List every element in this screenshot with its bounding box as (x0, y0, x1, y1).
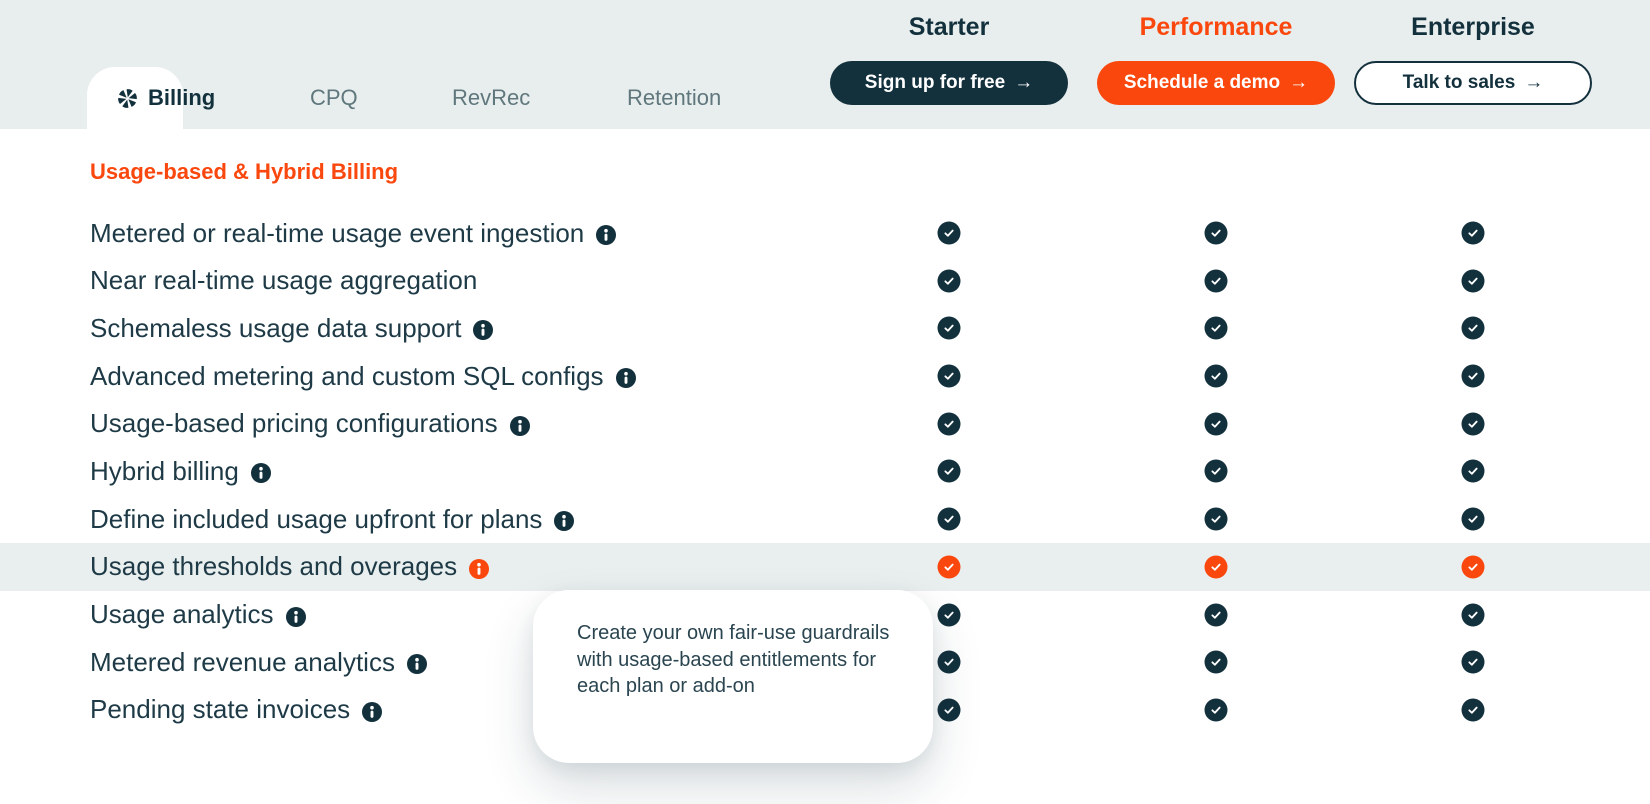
info-icon[interactable] (362, 701, 383, 722)
check-icon-starter (937, 507, 961, 531)
feature-row-metered-or-real-time-usage-event-ingestion[interactable]: Metered or real-time usage event ingesti… (0, 209, 1650, 257)
arrow-right-icon: → (1289, 72, 1309, 93)
feature-label: Schemaless usage data support (90, 312, 462, 343)
arrow-right-icon: → (1014, 72, 1034, 93)
tab-cpq[interactable]: CPQ (310, 84, 358, 112)
check-icon-starter (937, 459, 961, 483)
feature-label: Hybrid billing (90, 455, 239, 486)
info-icon[interactable] (554, 511, 575, 532)
check-icon-performance (1204, 269, 1228, 293)
check-icon-starter (937, 698, 961, 722)
section-title: Usage-based & Hybrid Billing (90, 159, 399, 184)
tab-billing[interactable]: Billing (116, 84, 215, 112)
feature-row-usage-thresholds-and-overages[interactable]: Usage thresholds and overages (0, 543, 1650, 591)
tab-label: Billing (148, 85, 216, 110)
check-icon-performance (1204, 698, 1228, 722)
plan-name: Enterprise (1411, 13, 1535, 41)
check-icon-starter (937, 412, 961, 436)
check-icon-performance (1204, 555, 1228, 579)
tabs-header: Billing CPQ RevRec Retention Starter Sig… (0, 0, 1650, 137)
info-icon[interactable] (473, 320, 494, 341)
check-icon-enterprise (1461, 650, 1485, 674)
feature-table: Metered or real-time usage event ingesti… (0, 209, 1650, 734)
feature-label: Usage thresholds and overages (90, 551, 458, 582)
info-icon[interactable] (250, 463, 271, 484)
check-icon-performance (1204, 364, 1228, 388)
check-icon-enterprise (1461, 269, 1485, 293)
check-icon-enterprise (1461, 603, 1485, 627)
check-icon-starter (937, 650, 961, 674)
check-icon-enterprise (1461, 412, 1485, 436)
check-icon-enterprise (1461, 221, 1485, 245)
info-icon[interactable] (509, 415, 530, 436)
feature-label: Define included usage upfront for plans (90, 503, 543, 534)
feature-row-usage-analytics[interactable]: Usage analytics (0, 591, 1650, 639)
info-icon[interactable] (469, 558, 490, 579)
feature-row-hybrid-billing[interactable]: Hybrid billing (0, 448, 1650, 496)
check-icon-enterprise (1461, 698, 1485, 722)
tab-label: CPQ (310, 85, 358, 110)
check-icon-performance (1204, 316, 1228, 340)
check-icon-performance (1204, 650, 1228, 674)
plan-cta-starter[interactable]: Sign up for free → (830, 61, 1068, 105)
plan-name: Performance (1139, 13, 1293, 41)
check-icon-performance (1204, 459, 1228, 483)
check-icon-starter (937, 316, 961, 340)
tab-retention[interactable]: Retention (627, 84, 721, 112)
tooltip: Create your own fair-use guardrails with… (533, 590, 933, 763)
info-icon[interactable] (615, 368, 636, 389)
plan-cta-enterprise[interactable]: Talk to sales → (1354, 61, 1592, 105)
check-icon-enterprise (1461, 507, 1485, 531)
asterisk-logo-icon (116, 87, 139, 110)
feature-row-schemaless-usage-data-support[interactable]: Schemaless usage data support (0, 305, 1650, 353)
feature-label: Advanced metering and custom SQL configs (90, 360, 604, 391)
feature-label: Usage analytics (90, 599, 274, 630)
feature-label: Usage-based pricing configurations (90, 408, 498, 439)
plan-cta-performance[interactable]: Schedule a demo → (1097, 61, 1335, 105)
check-icon-performance (1204, 221, 1228, 245)
check-icon-starter (937, 555, 961, 579)
info-icon[interactable] (406, 654, 427, 675)
feature-row-usage-based-pricing-configurations[interactable]: Usage-based pricing configurations (0, 400, 1650, 448)
feature-row-advanced-metering-and-custom-sql-configs[interactable]: Advanced metering and custom SQL configs (0, 352, 1650, 400)
feature-row-near-real-time-usage-aggregation[interactable]: Near real-time usage aggregation (0, 257, 1650, 305)
check-icon-enterprise (1461, 364, 1485, 388)
feature-label: Metered or real-time usage event ingesti… (90, 217, 585, 248)
feature-row-metered-revenue-analytics[interactable]: Metered revenue analytics (0, 638, 1650, 686)
arrow-right-icon: → (1524, 72, 1544, 93)
info-icon[interactable] (596, 225, 617, 246)
check-icon-enterprise (1461, 459, 1485, 483)
feature-label: Near real-time usage aggregation (90, 265, 478, 296)
check-icon-starter (937, 364, 961, 388)
feature-label: Pending state invoices (90, 694, 351, 725)
check-icon-performance (1204, 603, 1228, 627)
feature-row-define-included-usage-upfront-for-plans[interactable]: Define included usage upfront for plans (0, 495, 1650, 543)
tab-label: Retention (627, 85, 722, 110)
check-icon-starter (937, 269, 961, 293)
feature-label: Metered revenue analytics (90, 646, 395, 677)
tab-revrec[interactable]: RevRec (452, 84, 530, 112)
info-icon[interactable] (285, 606, 306, 627)
feature-row-pending-state-invoices[interactable]: Pending state invoices (0, 686, 1650, 734)
tooltip-text: Create your own fair-use guardrails with… (577, 622, 890, 697)
check-icon-enterprise (1461, 316, 1485, 340)
tab-label: RevRec (452, 85, 531, 110)
check-icon-performance (1204, 412, 1228, 436)
plan-name: Starter (908, 13, 990, 41)
check-icon-enterprise (1461, 555, 1485, 579)
check-icon-starter (937, 221, 961, 245)
check-icon-starter (937, 603, 961, 627)
check-icon-performance (1204, 507, 1228, 531)
